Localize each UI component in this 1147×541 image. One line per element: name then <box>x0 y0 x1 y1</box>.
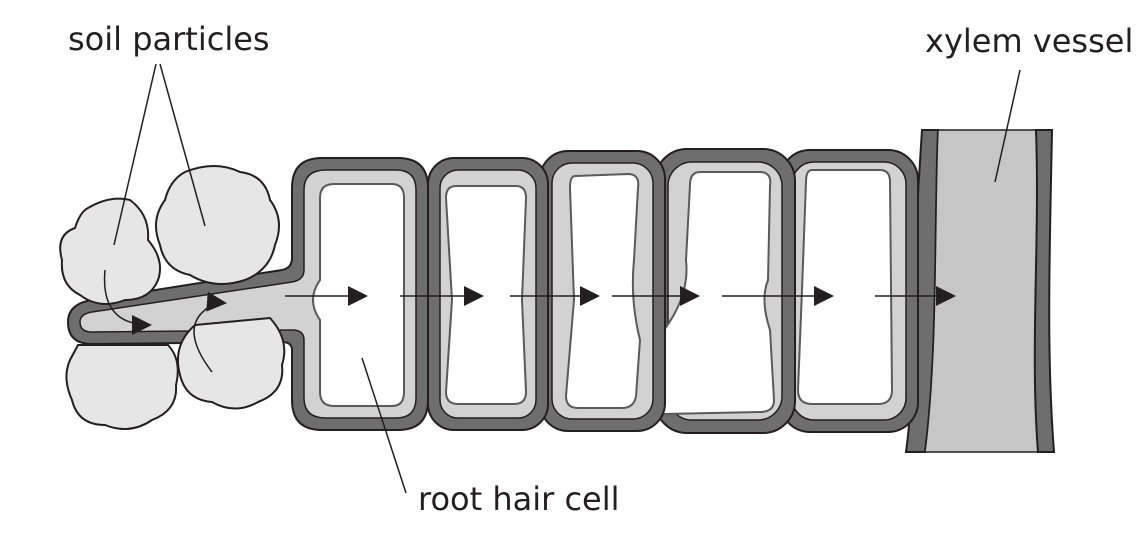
soil-water-arrow-1 <box>103 269 152 335</box>
water-flow-arrows <box>103 269 956 373</box>
soil-particle-3 <box>65 344 179 430</box>
label-soil-particles: soil particles <box>68 20 270 58</box>
leader-soil-2 <box>159 63 206 227</box>
label-root-hair-cell: root hair cell <box>418 480 620 518</box>
leader-xylem <box>994 69 1021 183</box>
label-xylem-vessel: xylem vessel <box>925 22 1133 60</box>
soil-particles <box>59 165 286 430</box>
leader-soil-1 <box>113 63 157 246</box>
leader-root-hair <box>361 357 407 494</box>
soil-particle-4 <box>176 316 286 410</box>
soil-particle-2 <box>155 165 280 285</box>
cell-5 <box>779 149 919 433</box>
soil-water-arrow-2 <box>193 291 227 373</box>
soil-particle-1 <box>59 197 161 305</box>
cell-3 <box>539 150 666 432</box>
xylem-vessel <box>904 129 1056 453</box>
root-hair-cell <box>66 157 429 431</box>
cell-2 <box>427 157 549 431</box>
cell-4 <box>654 148 796 434</box>
